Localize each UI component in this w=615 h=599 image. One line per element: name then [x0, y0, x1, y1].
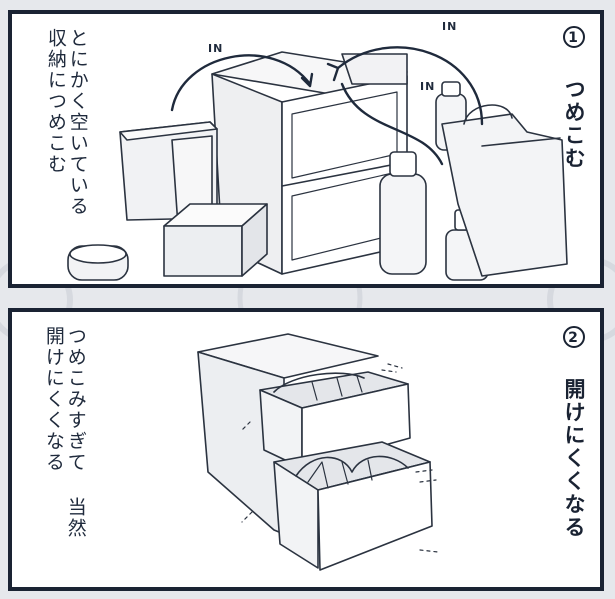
caption-line-1: つめこみすぎて — [64, 326, 87, 473]
in-label-3: IN — [420, 80, 436, 93]
step-number-1-icon: 1 — [563, 26, 585, 48]
panel-1-caption: とにかく空いている 収納につめこむ — [44, 28, 89, 238]
comic-panel-2: つめこみすぎて 当然開けにくくなる 2 開けにくくなる — [8, 308, 604, 591]
in-label-2: IN — [442, 20, 458, 33]
panel-2-title: 2 開けにくくなる — [562, 326, 586, 539]
left-boxes — [67, 121, 268, 281]
paper-bag — [441, 104, 568, 277]
caption-line-2: 当然開けにくくなる — [42, 326, 87, 539]
stuffing-storage-illustration — [67, 46, 568, 281]
panel-1-title: 1 つめこむ — [562, 26, 586, 170]
comic-panel-1: IN IN IN とにかく空いている 収納につめこむ 1 つめこむ — [8, 10, 604, 288]
caption-line-2: 収納につめこむ — [44, 28, 67, 175]
title-text: 開けにくくなる — [562, 378, 586, 539]
title-text: つめこむ — [562, 78, 586, 170]
step-number-2-icon: 2 — [563, 326, 585, 348]
panel-2-caption: つめこみすぎて 当然開けにくくなる — [42, 326, 87, 546]
in-arrows — [170, 46, 484, 166]
in-label-1: IN — [208, 42, 224, 55]
overstuffed-drawers-illustration — [197, 333, 439, 571]
caption-line-1: とにかく空いている — [66, 28, 89, 217]
